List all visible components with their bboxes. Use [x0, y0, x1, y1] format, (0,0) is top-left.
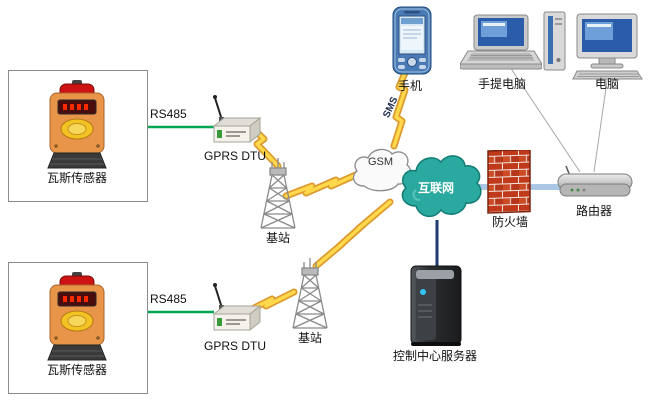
- pc-label: 电脑: [594, 77, 619, 91]
- gas-sensor-icon: [42, 272, 112, 362]
- lan-line-pc: [593, 73, 609, 173]
- router-label: 路由器: [575, 204, 612, 218]
- gprs-dtu-label: GPRS DTU: [204, 339, 267, 353]
- desktop-pc-icon: [543, 10, 643, 80]
- gsm-cloud-label: GSM: [368, 156, 394, 168]
- lan-line-laptop: [507, 63, 581, 173]
- gprs-dtu-label: GPRS DTU: [204, 149, 267, 163]
- sensor-label: 瓦斯传感器: [46, 363, 107, 377]
- server-icon: [403, 264, 469, 348]
- rs485-label: RS485: [150, 292, 187, 306]
- firewall-icon: [487, 150, 531, 214]
- laptop-icon: [460, 14, 542, 72]
- base-station-label: 基站: [265, 231, 290, 245]
- lightning-dtu2-base2: [246, 288, 298, 314]
- sensor-label: 瓦斯传感器: [46, 171, 107, 185]
- base-station-label: 基站: [297, 331, 322, 345]
- internet-cloud-label: 互联网: [418, 181, 455, 195]
- lightning-base1-gsm: [282, 170, 362, 200]
- lightning-gsm-phone: [390, 64, 411, 150]
- gsm-cloud-icon: [348, 144, 414, 198]
- rs485-label: RS485: [150, 107, 187, 121]
- firewall-label: 防火墙: [491, 215, 528, 229]
- gas-sensor-icon: [42, 80, 112, 170]
- phone-label: 手机: [397, 79, 422, 93]
- lightning-base2-internet: [312, 198, 394, 270]
- base-station-tower-icon: [288, 258, 332, 330]
- laptop-label: 手提电脑: [477, 77, 526, 91]
- base-station-tower-icon: [256, 158, 300, 230]
- gprs-dtu-icon: [208, 280, 264, 336]
- internet-cloud-icon: [396, 148, 482, 228]
- gprs-dtu-icon: [208, 92, 264, 148]
- server-label: 控制中心服务器: [392, 349, 477, 363]
- router-icon: [556, 164, 634, 202]
- mobile-phone-icon: [391, 6, 433, 76]
